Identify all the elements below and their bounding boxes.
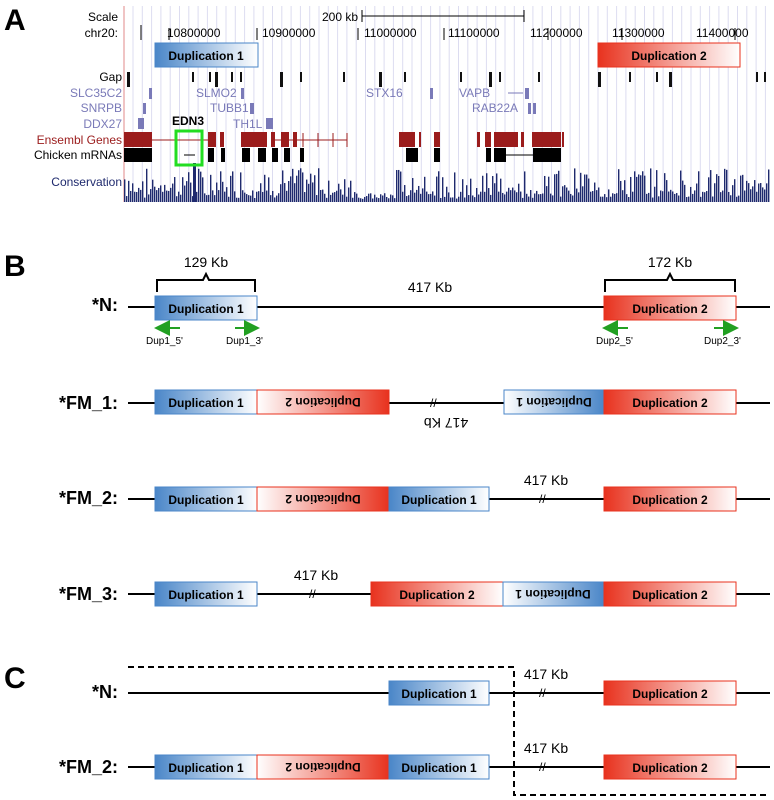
gene-snrpb: SNRPB: [81, 101, 122, 115]
fm2-duplication-2-label: Duplication 2: [632, 493, 708, 507]
c-fm2-break-mark: //: [539, 760, 546, 774]
gene-edn3: EDN3: [172, 114, 204, 128]
c-row-label-n: *N:: [92, 682, 118, 702]
c-n-duplication-2-label: Duplication 2: [632, 687, 708, 701]
mrna-track: [124, 148, 561, 162]
panel-b-row-fm2: *FM_2: Duplication 1 Duplication 2 Dupli…: [59, 472, 770, 512]
primer-dup2-3: Dup2_3': [704, 336, 741, 347]
coord-2: 10900000: [262, 26, 316, 40]
panel-c-letter: C: [4, 662, 26, 695]
fm2-spacer-label: 417 Kb: [524, 472, 569, 488]
coord-ticks: [168, 28, 736, 40]
fm1-duplication-1-label: Duplication 1: [168, 396, 244, 410]
gene-stx16: STX16: [366, 86, 403, 100]
coord-3: 11000000: [364, 26, 417, 40]
browser-duplication-1-label: Duplication 1: [168, 49, 244, 63]
fm1-break-mark: //: [430, 396, 437, 410]
gene-slc35c2: SLC35C2: [70, 86, 122, 100]
primer-dup2-5: Dup2_5': [596, 336, 633, 347]
coord-4: 11100000: [448, 26, 500, 40]
row-label-fm3: *FM_3:: [59, 584, 118, 604]
coord-6: 11300000: [612, 26, 665, 40]
track-conservation-label: Conservation: [51, 175, 122, 189]
panel-b-letter: B: [4, 250, 26, 283]
c-fm2-spacer-label: 417 Kb: [524, 740, 569, 756]
gene-tubb1: TUBB1: [210, 101, 249, 115]
fm3-duplication-2-label: Duplication 2: [399, 588, 475, 602]
coord-1: 10800000: [167, 26, 221, 40]
size-129-label: 129 Kb: [184, 254, 229, 270]
fm1-duplication-2-label: Duplication 2: [632, 396, 708, 410]
browser-duplication-1: [154, 42, 259, 68]
brace-172: [604, 271, 736, 292]
gene-glyphs: [138, 88, 536, 129]
coord-5: 11200000: [530, 26, 583, 40]
c-fm2-duplication-1-label: Duplication 1: [168, 761, 244, 775]
gap-track: [127, 72, 766, 87]
fm3-spacer-label: 417 Kb: [294, 567, 339, 583]
row-label-fm1: *FM_1:: [59, 393, 118, 413]
size-172-label: 172 Kb: [648, 254, 693, 270]
primer-dup1-5: Dup1_5': [146, 336, 183, 347]
c-fm2-duplication-2-inverted-label: Duplication 2: [285, 760, 361, 774]
gene-ddx27: DDX27: [83, 117, 122, 131]
c-n-spacer-label: 417 Kb: [524, 666, 569, 682]
browser-gridlines: [132, 6, 766, 202]
scale-value: 200 kb: [322, 10, 358, 24]
n-duplication-1-label: Duplication 1: [168, 302, 244, 316]
n-duplication-2-label: Duplication 2: [632, 302, 708, 316]
fm2-break-mark: //: [539, 492, 546, 506]
track-mrna-label: Chicken mRNAs: [34, 148, 122, 162]
fm3-duplication-1-inverted-label: Duplication 1: [515, 587, 591, 601]
edn3-highlight-box: [174, 129, 204, 167]
genome-browser: Scale 200 kb chr20: 10800000 10900000 11…: [34, 6, 770, 202]
panel-c-row-fm2: *FM_2: Duplication 1 Duplication 2 Dupli…: [59, 740, 770, 780]
scale-label: Scale: [88, 10, 118, 24]
panel-c-row-n: *N: Duplication 1 // 417 Kb Duplication …: [92, 666, 770, 706]
row-label-n: *N:: [92, 295, 118, 315]
ensembl-track: [124, 132, 564, 147]
fm3-duplication-2b-label: Duplication 2: [632, 588, 708, 602]
panel-a-letter: A: [4, 4, 26, 37]
panel-b-row-fm1: *FM_1: Duplication 1 Duplication 2 // 41…: [59, 389, 770, 431]
conservation-track: [124, 163, 770, 202]
gene-slmo2: SLMO2: [196, 86, 237, 100]
browser-duplication-2-label: Duplication 2: [631, 49, 707, 63]
fm3-duplication-1-label: Duplication 1: [168, 588, 244, 602]
fm1-duplication-1-inverted-label: Duplication 1: [516, 395, 592, 409]
fm3-break-mark: //: [309, 587, 316, 601]
size-417-label: 417 Kb: [408, 279, 453, 295]
panel-b-row-n: *N: Duplication 1 Duplication 2 129 Kb 4…: [92, 254, 770, 347]
c-fm2-duplication-2-label: Duplication 2: [632, 761, 708, 775]
c-fm2-duplication-1b-label: Duplication 1: [401, 761, 477, 775]
fm2-duplication-1-label: Duplication 1: [168, 493, 244, 507]
c-n-duplication-1-label: Duplication 1: [401, 687, 477, 701]
gene-vapb: VAPB: [459, 86, 490, 100]
browser-duplication-2: [597, 42, 741, 68]
chrom-label: chr20:: [85, 26, 118, 40]
c-row-label-fm2: *FM_2:: [59, 757, 118, 777]
fm1-spacer-label: 417 Kb: [424, 415, 469, 431]
coord-7: 11400000: [696, 26, 749, 40]
track-ensembl-label: Ensembl Genes: [37, 133, 122, 147]
scale-bar: [361, 10, 525, 22]
fm1-duplication-2-inverted-label: Duplication 2: [285, 395, 361, 409]
n-duplication-1: [154, 295, 258, 321]
row-label-fm2: *FM_2:: [59, 488, 118, 508]
panel-b-row-fm3: *FM_3: Duplication 1 // 417 Kb Duplicati…: [59, 567, 770, 607]
gene-th1l: TH1L: [233, 117, 263, 131]
fm2-duplication-1b-label: Duplication 1: [401, 493, 477, 507]
track-gap-label: Gap: [99, 70, 122, 84]
fm2-duplication-2-inverted-label: Duplication 2: [285, 492, 361, 506]
primer-dup1-3: Dup1_3': [226, 336, 263, 347]
c-n-break-mark: //: [539, 686, 546, 700]
n-duplication-2: [603, 295, 737, 321]
panel-c-dashed-outline: [128, 666, 770, 796]
brace-129: [156, 271, 256, 292]
gene-rab22a: RAB22A: [472, 101, 518, 115]
